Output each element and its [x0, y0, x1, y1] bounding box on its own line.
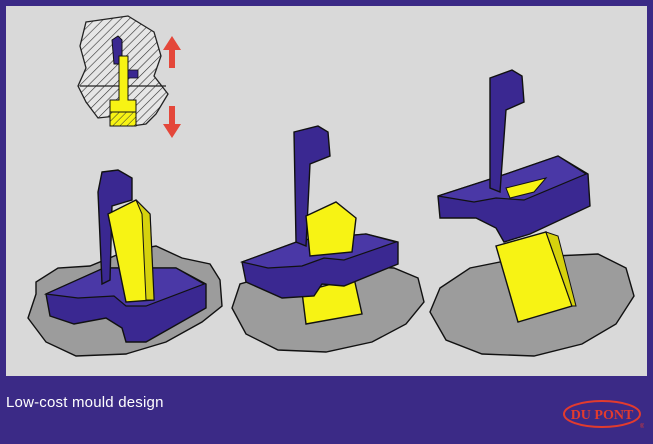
svg-text:®: ®	[640, 423, 644, 430]
cross-section-inset	[77, 15, 169, 127]
stage-3-mould-open	[429, 69, 635, 357]
caption: Low-cost mould design	[6, 394, 164, 411]
stage-1-closed-mould	[27, 169, 223, 357]
dupont-oval-icon: DU PONT ®	[563, 400, 645, 430]
svg-text:DU PONT: DU PONT	[571, 408, 634, 423]
arrow-down-icon	[163, 106, 181, 138]
dupont-logo: DU PONT ®	[562, 398, 645, 435]
mould-illustration	[27, 15, 635, 357]
illustration-panel	[6, 6, 647, 376]
arrow-up-icon	[163, 36, 181, 68]
stage-2-mould-opening	[231, 125, 425, 353]
